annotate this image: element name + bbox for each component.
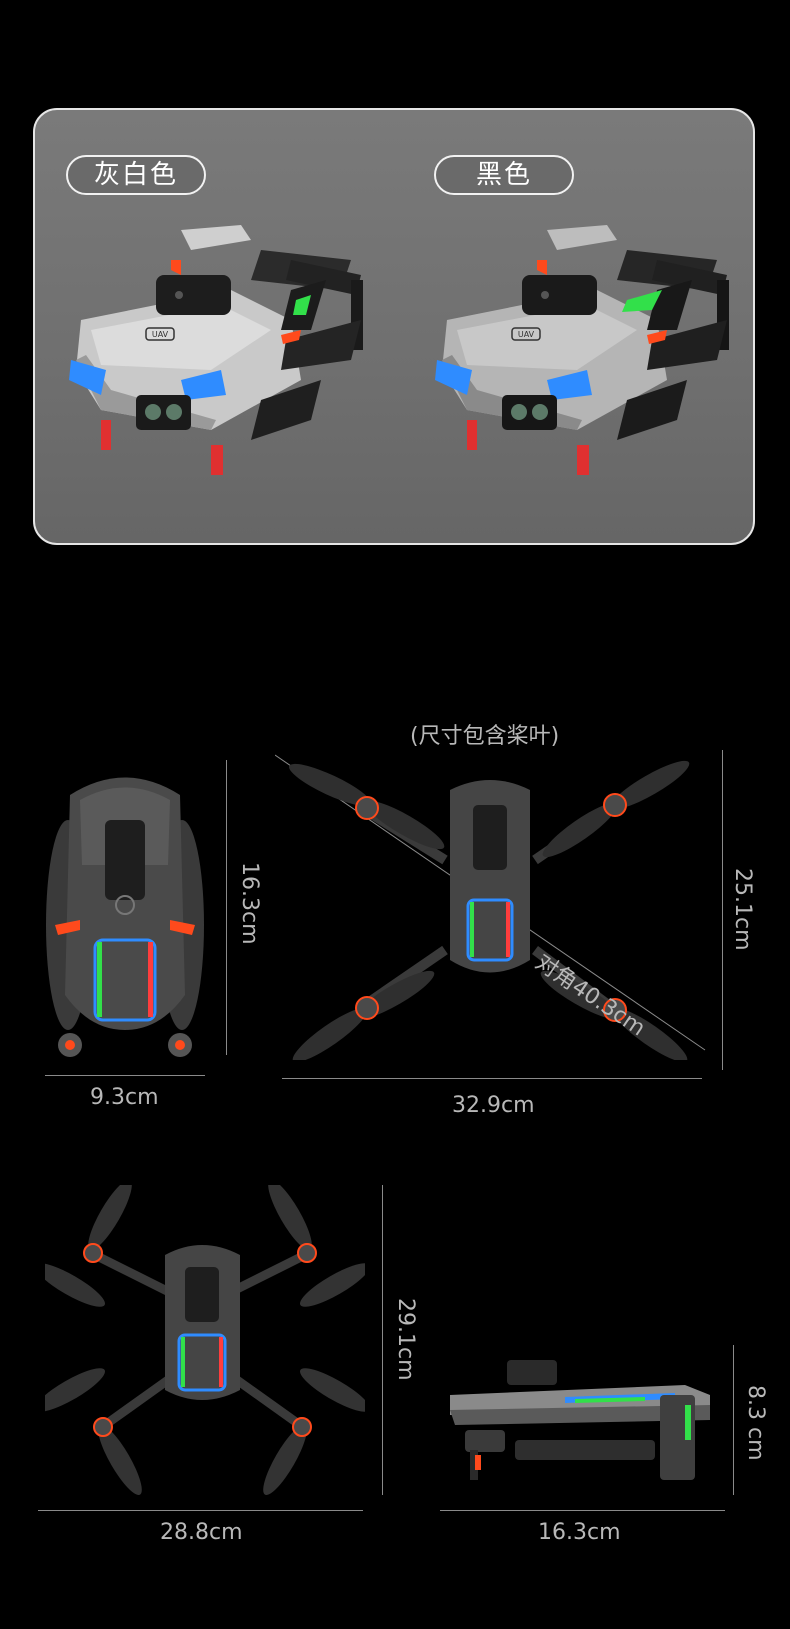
drone-marking: UAV	[518, 330, 535, 339]
dim-line-oblique-width	[38, 1510, 363, 1511]
color-options-panel: 灰白色 黑色 UAV	[33, 108, 755, 545]
dim-oblique-width: 28.8cm	[160, 1520, 243, 1545]
dimension-note: (尺寸包含桨叶)	[410, 724, 560, 749]
dim-side-width: 16.3cm	[538, 1520, 621, 1545]
drone-folded-top-view	[46, 777, 204, 1057]
dim-line-oblique-height	[382, 1185, 383, 1495]
drone-side-view	[450, 1360, 710, 1480]
drone-marking: UAV	[152, 330, 169, 339]
dim-side-height: 8.3 cm	[743, 1385, 768, 1461]
drone-unfolded-oblique-view	[45, 1185, 365, 1495]
dim-folded-width: 9.3cm	[90, 1085, 159, 1110]
dim-line-unfolded-height	[722, 750, 723, 1070]
dim-line-unfolded-width	[282, 1078, 702, 1079]
dim-unfolded-width: 32.9cm	[452, 1093, 535, 1118]
drone-unfolded-top-view	[275, 754, 706, 1060]
dim-folded-height: 16.3cm	[237, 862, 262, 945]
dim-unfolded-height: 25.1cm	[730, 868, 755, 951]
dim-oblique-height: 29.1cm	[393, 1298, 418, 1381]
dim-line-side-width	[440, 1510, 725, 1511]
color-tag-black[interactable]: 黑色	[434, 155, 574, 195]
dim-line-side-height	[733, 1345, 734, 1495]
color-tag-grey-white[interactable]: 灰白色	[66, 155, 206, 195]
dim-line-folded-height	[226, 760, 227, 1055]
drone-grey-white-image: UAV	[69, 225, 363, 475]
drone-black-image: UAV	[435, 225, 729, 475]
dim-line-folded-width	[45, 1075, 205, 1076]
